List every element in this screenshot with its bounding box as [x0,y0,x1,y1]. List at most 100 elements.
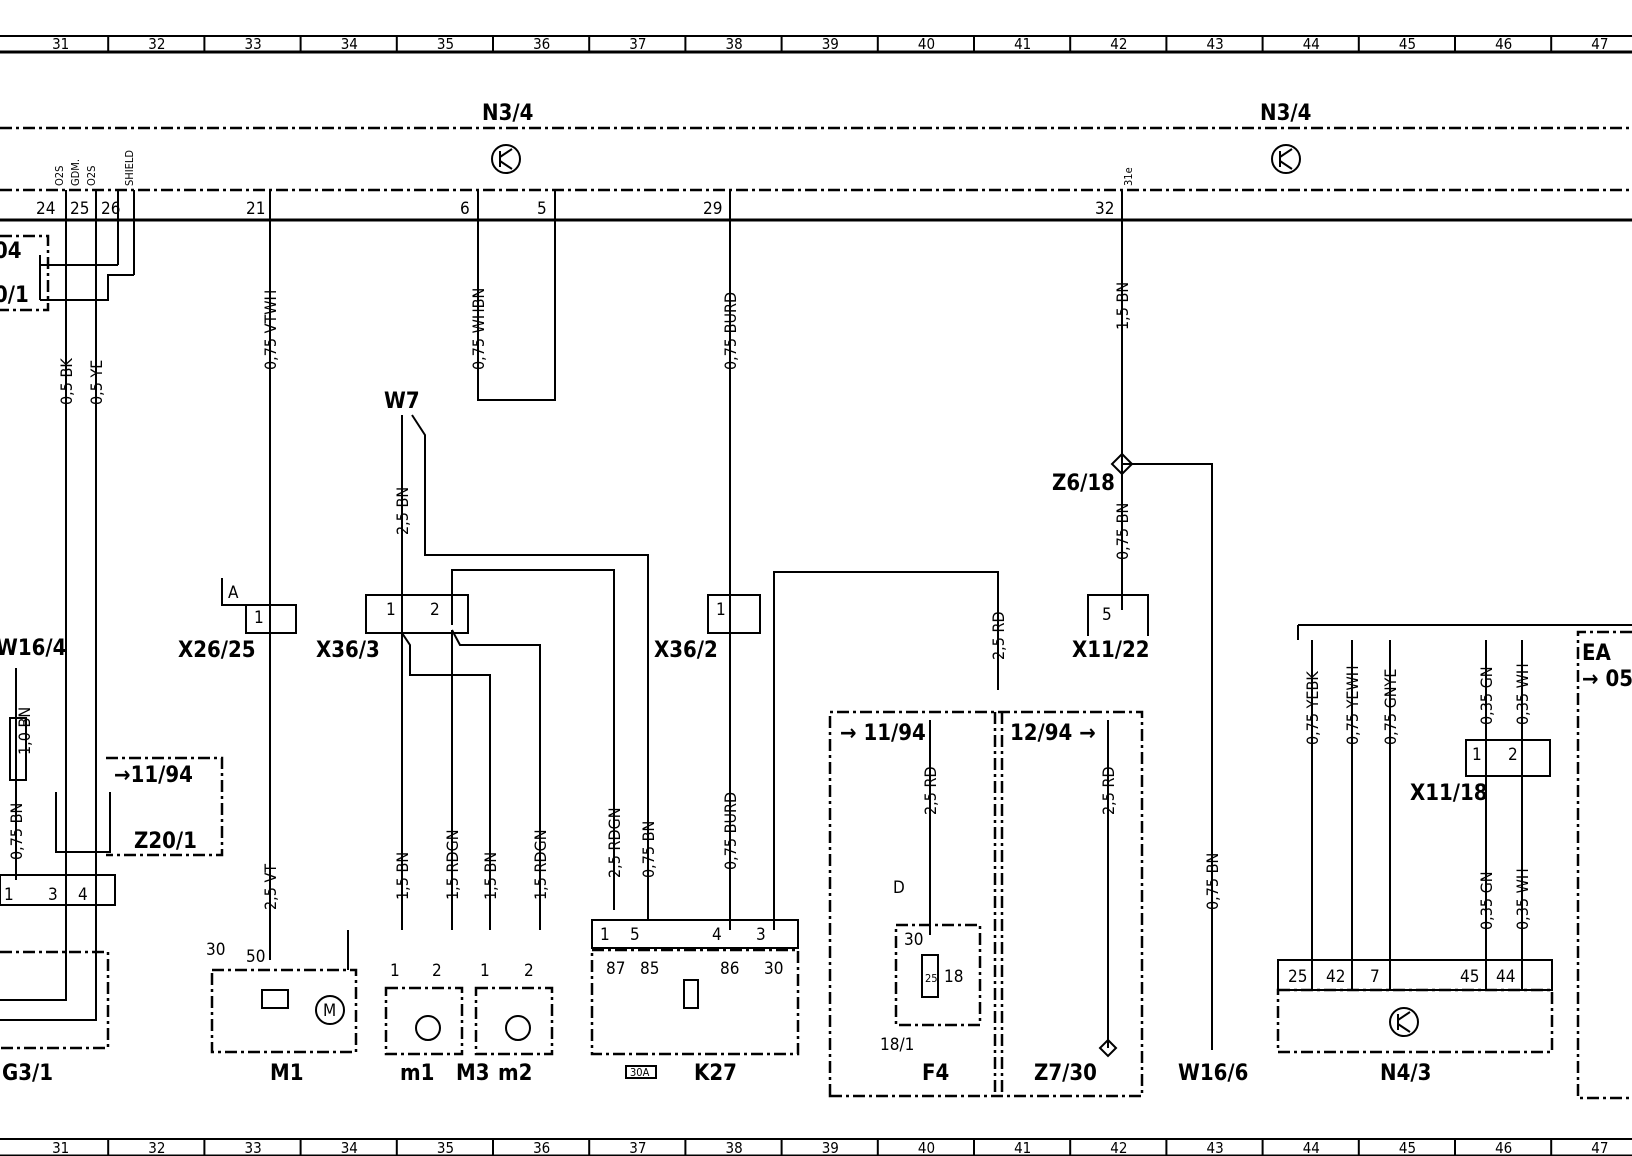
m2-pin-2: 2 [524,961,534,981]
f4-pin-30: 30 [904,930,923,950]
f4-pin-18: 18 [944,967,963,987]
signal-31e: 31e [1122,167,1135,186]
wire-1-5-bn-b: 1,5 BN [481,852,500,900]
x26-pin-1: 1 [254,608,264,628]
m1s-pin-1: 1 [390,961,400,981]
g3-pin-1: 1 [4,885,14,905]
wire-0-5-bk: 0,5 BK [57,358,76,405]
ea-label: EA [1582,641,1612,666]
ruler-top-number: 37 [629,35,646,53]
m1s-pin-2: 2 [432,961,442,981]
ruler-top-number: 34 [341,35,358,53]
f4-pin-18-1: 18/1 [880,1035,914,1055]
m2-label: m2 [498,1061,532,1086]
wire-2-5-rd-f4: 2,5 RD [921,766,940,815]
ruler-top-number: 46 [1495,35,1512,53]
pin-6: 6 [460,199,470,219]
n4-3-pin-44: 44 [1496,967,1515,987]
ruler-bottom-number: 33 [245,1139,262,1156]
n4-3-pin-7: 7 [1370,967,1380,987]
g3-pin-4: 4 [78,885,88,905]
pin-25: 25 [70,199,89,219]
k27-pin-87: 87 [606,959,625,979]
top-pins: 24 25 26 O2S GDM. O2S SHIELD 21 6 5 29 3… [36,150,1135,219]
ruler-bottom-number: 31 [52,1139,69,1156]
ruler-top-number: 33 [245,35,262,53]
x26-25-label: X26/25 [178,638,256,663]
wire-1-5-rdgn-b: 1,5 RDGN [531,830,550,900]
wire-0-75-bn-w16: 0,75 BN [1203,853,1222,910]
ruler-bottom-number: 43 [1207,1139,1224,1156]
wire-0-35-gn-b: 0,35 GN [1477,871,1496,930]
m3-fuel-pumps: 1 2 1 2 m1 M3 m2 [384,961,554,1086]
m2-pin-1: 1 [480,961,490,981]
m3-label: M3 [456,1061,489,1086]
ruler-bottom-number: 40 [918,1139,935,1156]
w7-label: W7 [384,389,420,414]
wire-2-5-rd: 2,5 RD [989,611,1008,660]
n3-4-label-right: N3/4 [1260,101,1311,126]
ruler-bottom-number: 37 [629,1139,646,1156]
x11-18-label: X11/18 [1410,781,1488,806]
n3-4-label-left: N3/4 [482,101,533,126]
wire-2-5-vt: 2,5 VT [261,864,280,910]
w16-4-label: W16/4 [0,636,66,661]
x36-2-connector: 1 X36/2 [654,594,761,663]
x36-2-pin-1: 1 [716,600,726,620]
pin-24: 24 [36,199,55,219]
ruler-top-number: 31 [52,35,69,53]
ruler-top-number: 45 [1399,35,1416,53]
f4-fuse-block: → 11/94 12/94 → D 30 25 18 18/1 F4 Z7/30 [828,710,1144,1098]
ruler-top-number: 38 [726,35,743,53]
wire-0-75-bn: 0,75 BN [639,821,658,878]
signal-gdm: GDM. [69,159,82,186]
pin-5: 5 [537,199,547,219]
g3-pin-3: 3 [48,885,58,905]
ruler-top-number: 40 [918,35,935,53]
wire-0-75-yewh: 0,75 YEWH [1343,665,1362,745]
g3-1-label: G3/1 [2,1061,53,1086]
x26-25-connector: A 1 X26/25 [178,578,297,663]
n4-3-pin-25: 25 [1288,967,1307,987]
x11-18-pin-1: 1 [1472,745,1482,765]
transistor-icon-n4-3 [1389,1007,1419,1037]
x11-22-pin-5: 5 [1102,605,1112,625]
n4-3-pin-42: 42 [1326,967,1345,987]
ref-12-94: 12/94 → [1010,721,1096,746]
wire-1-5-bn: 1,5 BN [1113,282,1132,330]
ruler-bottom-number: 44 [1303,1139,1320,1156]
ea-block: EA → 05 [1576,630,1632,1100]
ruler-bottom-number: 38 [726,1139,743,1156]
wire-0-35-wh-b: 0,35 WH [1513,868,1532,930]
ruler-bottom-number: 42 [1110,1139,1127,1156]
wires: 0,5 BK 0,5 YE 0,75 VTWH 2,5 VT 0,75 WHBN… [0,190,1532,1050]
control-unit-bus: N3/4 N3/4 [0,101,1632,222]
pin-32: 32 [1095,199,1114,219]
k27-pin-86: 86 [720,959,739,979]
ruler-bottom-number: 47 [1591,1139,1608,1156]
ruler-bottom-number: 39 [822,1139,839,1156]
ruler-bottom-number: 41 [1014,1139,1031,1156]
left-label-0-1: 0/1 [0,283,29,308]
ruler-bottom-number: 34 [341,1139,358,1156]
ruler-top-number: 41 [1014,35,1031,53]
signal-o2s-1: O2S [53,166,66,186]
z6-18-label: Z6/18 [1052,471,1115,496]
conn-d-label: D [893,878,905,898]
wire-2-5-rdgn: 2,5 RDGN [605,808,624,878]
x36-2-label: X36/2 [654,638,718,663]
ref-11-94-f4: → 11/94 [840,721,926,746]
signal-shield: SHIELD [123,150,136,186]
transistor-icon-left [491,144,521,174]
wire-2-5-rd-z7: 2,5 RD [1099,766,1118,815]
wire-0-75-burd-2: 0,75 BURD [721,792,740,870]
ref-11-94-z20: →11/94 [114,763,193,788]
wire-0-75-bn-z6: 0,75 BN [1113,503,1132,560]
pin-29: 29 [703,199,722,219]
transistor-icon-right [1271,144,1301,174]
f4-label: F4 [922,1061,949,1086]
left-connectors: 04 0/1 W16/4 1 3 4 G3/1 →11/94 Z20/1 [0,234,224,1086]
x11-22-connector: 5 X11/22 [1072,594,1150,663]
